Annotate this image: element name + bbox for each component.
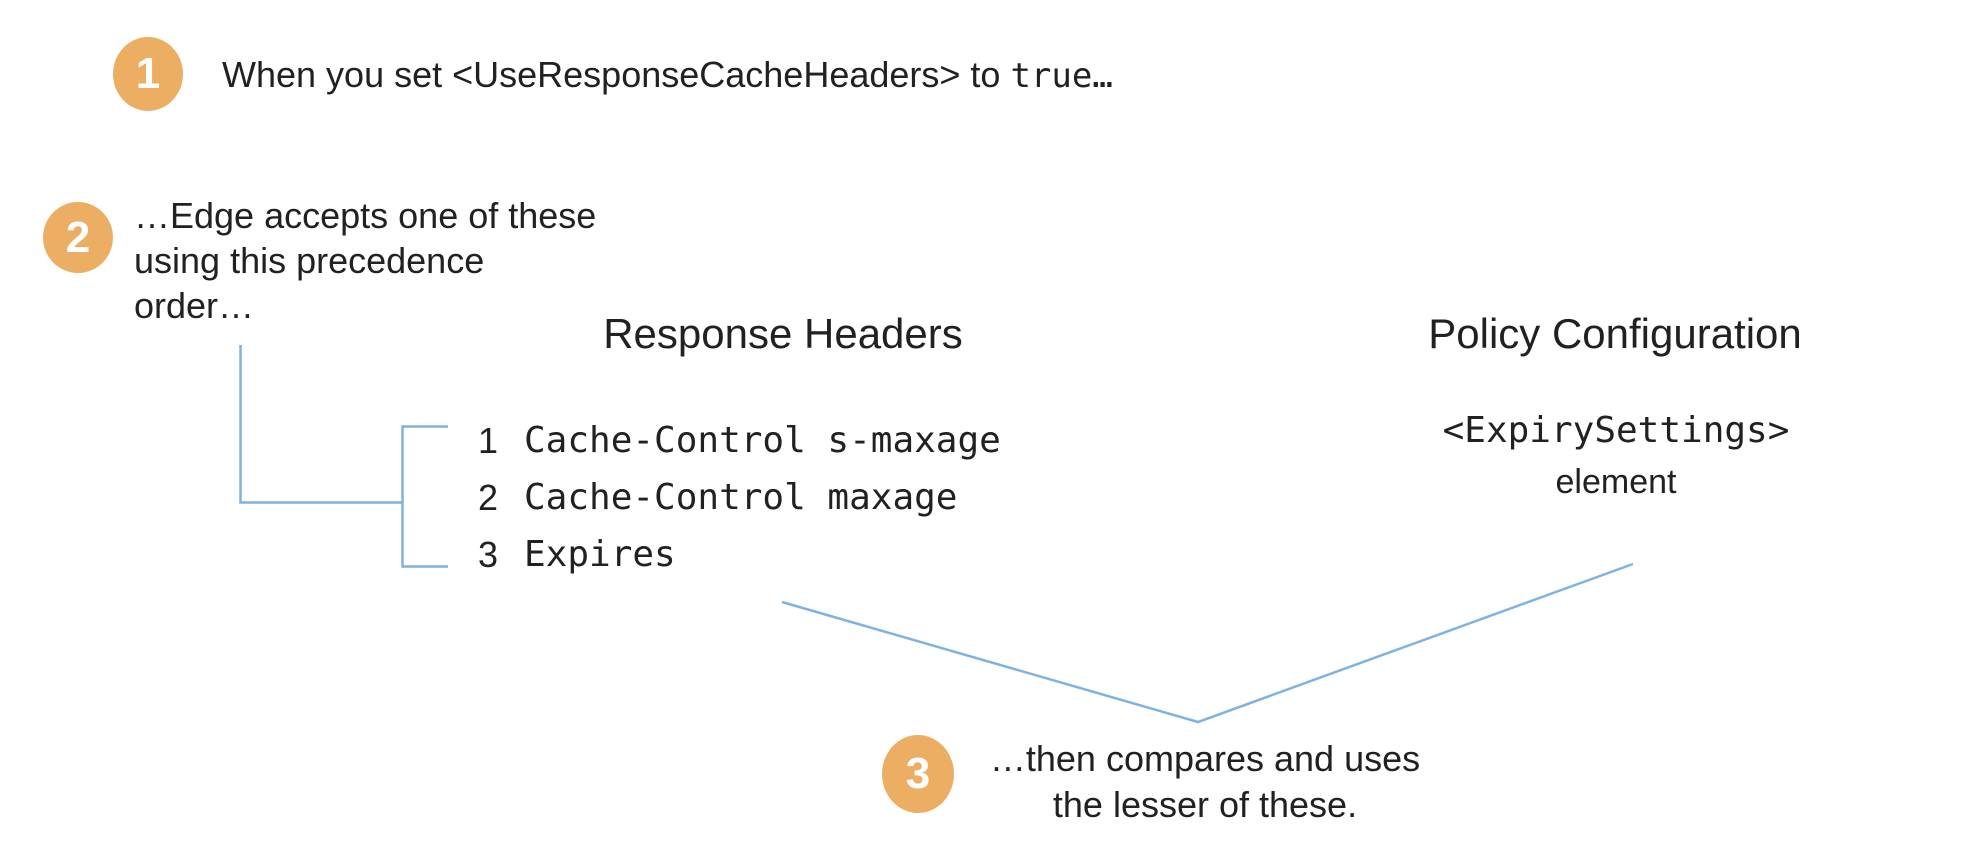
step-3-line-1: …then compares and uses: [989, 738, 1421, 779]
response-headers-title: Response Headers: [603, 310, 963, 357]
step-2-line-3: order…: [134, 285, 255, 326]
step-1-number: 1: [135, 49, 161, 98]
precedence-list: 1 Cache-Control s-maxage 2 Cache-Control…: [478, 412, 1001, 583]
step-2-line-2: using this precedence: [134, 240, 485, 281]
precedence-item-1-number: 1: [478, 419, 499, 461]
expiry-settings-label: element: [1555, 463, 1677, 501]
step-3-line-2: the lesser of these.: [1052, 784, 1358, 825]
precedence-item-3-number: 3: [478, 533, 499, 575]
compare-connector: [781, 562, 1634, 724]
step-1-code-true: true…: [1010, 56, 1113, 96]
step-1-badge: 1: [113, 37, 183, 111]
precedence-item-3-name: Expires: [524, 534, 676, 575]
step-3-text: …then compares and uses the lesser of th…: [955, 736, 1455, 828]
precedence-item-1: 1 Cache-Control s-maxage: [478, 412, 1001, 469]
expiry-settings-code: <ExpirySettings>: [1442, 410, 1790, 451]
step-2-number: 2: [65, 212, 91, 262]
precedence-item-2-name: Cache-Control maxage: [524, 477, 958, 518]
step-2-badge: 2: [43, 202, 113, 273]
step-2-line-1: …Edge accepts one of these: [134, 195, 597, 236]
precedence-item-2-number: 2: [478, 476, 499, 518]
step-3-number: 3: [905, 749, 931, 798]
step-1-text: When you set <UseResponseCacheHeaders> t…: [222, 52, 1113, 99]
policy-configuration-title: Policy Configuration: [1428, 310, 1802, 357]
precedence-item-3: 3 Expires: [478, 526, 1001, 583]
step-2-text: …Edge accepts one of these using this pr…: [134, 193, 596, 328]
step-1-text-prefix: When you set <UseResponseCacheHeaders> t…: [222, 54, 1011, 95]
precedence-item-1-name: Cache-Control s-maxage: [524, 420, 1001, 461]
step-3-badge: 3: [882, 735, 954, 813]
policy-configuration-block: <ExpirySettings> element: [1366, 408, 1866, 504]
step2-connector-line: [239, 345, 403, 504]
precedence-item-2: 2 Cache-Control maxage: [478, 469, 1001, 526]
precedence-bracket: [401, 425, 448, 568]
